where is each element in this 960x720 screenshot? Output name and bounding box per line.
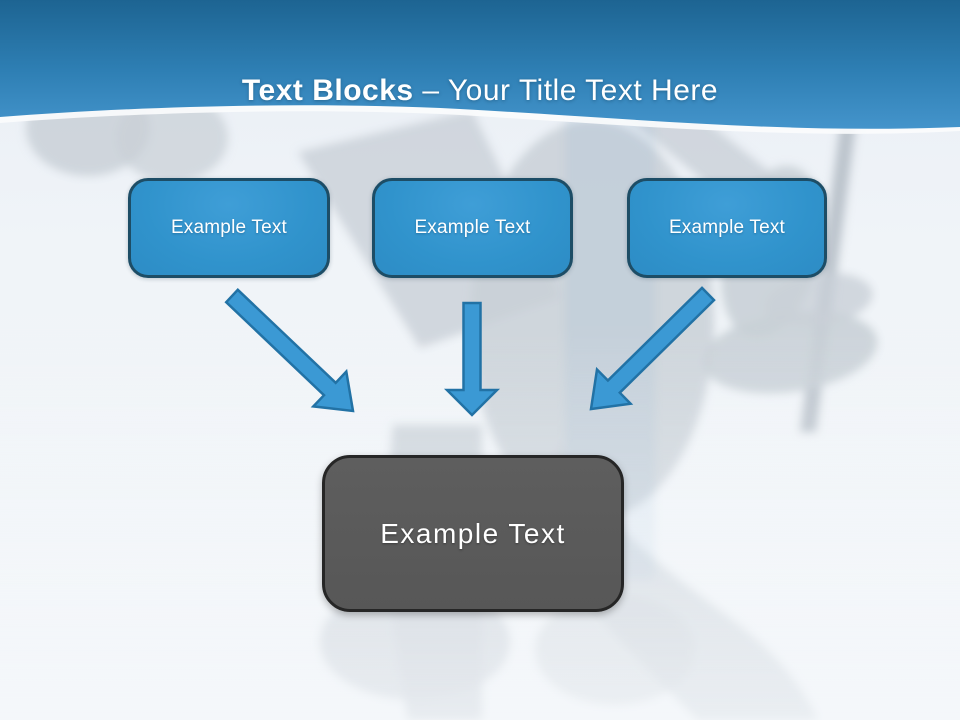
header-wave (0, 0, 960, 134)
text-block-2[interactable]: Example Text (372, 178, 573, 278)
title-bold-part: Text Blocks (241, 74, 414, 108)
page-title: Text Blocks – Your Title Text Here (0, 74, 960, 108)
arrow-down-left-icon (589, 286, 716, 411)
target-text-block-label: Example Text (380, 517, 566, 549)
arrow-down-right-icon (224, 288, 355, 413)
title-regular-part: – Your Title Text Here (413, 74, 719, 108)
text-block-3-label: Example Text (668, 217, 786, 238)
text-block-1[interactable]: Example Text (128, 178, 330, 278)
arrow-down-icon (443, 301, 501, 417)
text-block-1-label: Example Text (170, 217, 288, 238)
text-block-3[interactable]: Example Text (627, 178, 827, 278)
target-text-block[interactable]: Example Text (322, 455, 624, 612)
text-block-2-label: Example Text (414, 217, 531, 238)
